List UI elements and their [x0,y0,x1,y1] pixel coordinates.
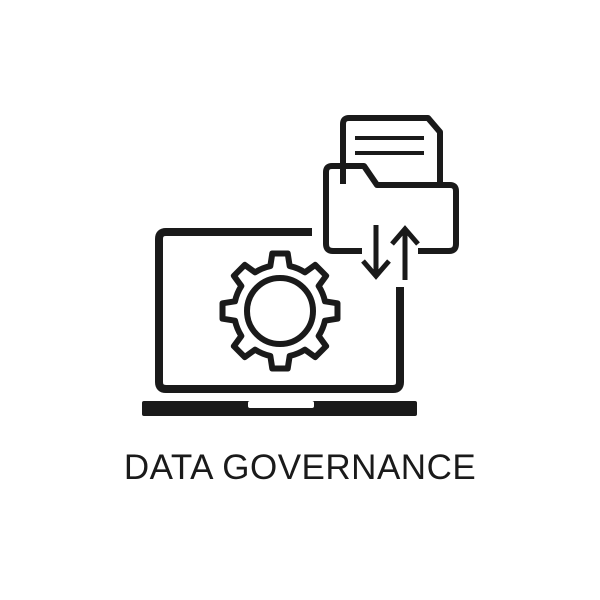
folder-icon [323,163,459,254]
laptop-screen-frame [155,228,404,393]
laptop-base [142,401,417,416]
gear-outline [219,250,341,372]
gear-icon [219,250,341,372]
laptop-icon [142,228,417,416]
gear-hub [244,275,316,347]
document-icon [340,115,443,184]
transfer-arrows-icon [361,225,420,280]
folder-body [323,163,459,254]
caption-title: DATA GOVERNANCE [123,448,477,487]
arrow-up-head [390,225,420,246]
laptop-notch [248,401,314,408]
arrow-down-head [361,259,391,280]
document-sheet [340,115,443,184]
